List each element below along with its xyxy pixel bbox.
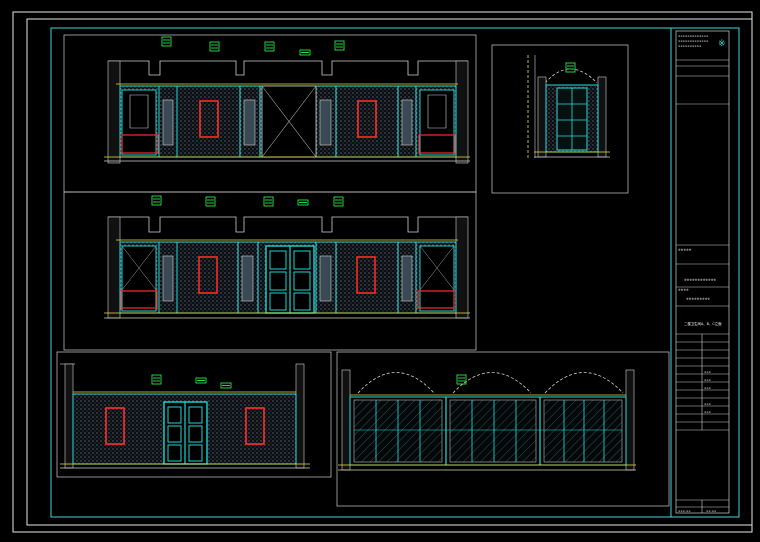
company-seal: ※	[718, 39, 726, 49]
company-line-3: ※※※※※※※※※※	[678, 44, 702, 48]
footer-code-right: ※※-※※	[706, 509, 717, 513]
viewport-elevation-d	[336, 351, 670, 507]
elevation-a	[104, 36, 470, 164]
elevation-side-small	[527, 55, 610, 158]
viewport-side-small	[491, 44, 629, 194]
elevation-c	[60, 363, 310, 469]
sign-row-2: ※※※	[704, 378, 712, 382]
sign-row-1: ※※※	[704, 370, 712, 374]
sheet-title: 二楼卫生间A、B、C立面	[684, 321, 722, 326]
project-value: ※※※※※※※※※※※※	[684, 278, 716, 282]
project-label: ※※※※※	[678, 248, 692, 252]
sign-row-3: ※※※	[704, 386, 712, 390]
footer-code-left: ※※※-※※	[678, 509, 691, 513]
company-line-2: ※※※※※※※※※※※※※	[678, 39, 709, 43]
company-line-1: ※※※※※※※※※※※※※	[678, 34, 709, 38]
elevation-d	[338, 369, 636, 471]
frame-cyan	[50, 27, 740, 518]
inner-border	[26, 18, 753, 526]
sign-row-4: ※※※	[704, 402, 712, 406]
drawing-label: ※※※※	[678, 288, 689, 292]
drawing-value: ※※※※※※※※※	[686, 297, 710, 301]
viewport-elevation-b	[63, 191, 477, 351]
viewport-elevation-c	[56, 351, 332, 478]
elevation-b	[104, 195, 470, 319]
title-block: ※※※※※※※※※※※※※ ※※※※※※※※※※※※※ ※※※※※※※※※※ ※…	[675, 30, 730, 514]
sign-row-5: ※※※	[704, 410, 712, 414]
